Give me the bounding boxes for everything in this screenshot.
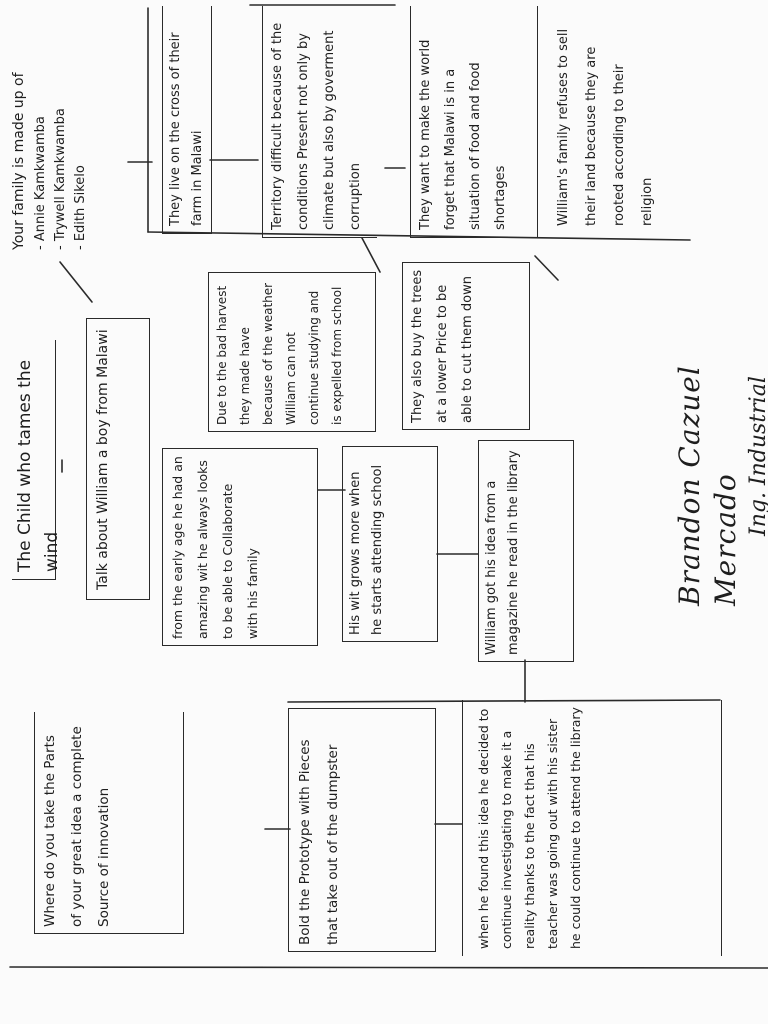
family-heading: Your family is made up of [11, 72, 27, 250]
page-title: The Child who tames the wind [15, 359, 62, 572]
family-land-text: William's family refuses to sell their l… [556, 28, 655, 226]
found-text: when he found this idea he decided to co… [476, 707, 583, 949]
trees-box [402, 262, 530, 430]
parts-box [34, 712, 184, 934]
magazine-box [478, 440, 574, 662]
parts-text: Where do you take the Parts of your grea… [42, 726, 112, 927]
prototype-box [288, 708, 436, 952]
world-box [410, 6, 538, 238]
farm-text: They live on the cross of their farm in … [168, 32, 205, 226]
prototype-text: Bold the Prototype with Pieces that take… [297, 739, 341, 945]
early-age-text: from the early age he had an amazing wit… [170, 456, 260, 639]
trees-text: They also buy the trees at a lower Price… [410, 269, 475, 423]
farm-box [162, 6, 212, 234]
wit-grows-box [342, 446, 438, 642]
magazine-text: William got his idea from a magazine he … [484, 450, 521, 655]
family-member: - Trywell Kamkwamba [53, 108, 68, 250]
harvest-text: Due to the bad harvest they made have be… [215, 282, 344, 425]
signature-subtitle: Ing. Industrial [746, 376, 768, 536]
world-text: They want to make the world forget that … [418, 39, 508, 230]
title-box [12, 340, 56, 580]
signature: Brandon Cazuel Mercado Ing. Industrial [672, 276, 768, 606]
territory-box [262, 6, 377, 238]
topic-box [86, 318, 150, 600]
family-member: - Annie Kamkwamba [33, 116, 48, 250]
harvest-box [208, 272, 376, 432]
wit-grows-text: His wit grows more when he starts attend… [348, 464, 385, 635]
signature-name: Brandon Cazuel Mercado [673, 365, 742, 606]
family-member: - Edith Sikelo [73, 165, 88, 250]
found-box [462, 700, 722, 956]
early-age-box [162, 448, 318, 646]
topic-text: Talk about William a boy from Malawi [95, 329, 111, 590]
territory-text: Territory difficult because of the condi… [270, 22, 363, 230]
family-text: Your family is made up of - Annie Kamkwa… [6, 8, 146, 254]
